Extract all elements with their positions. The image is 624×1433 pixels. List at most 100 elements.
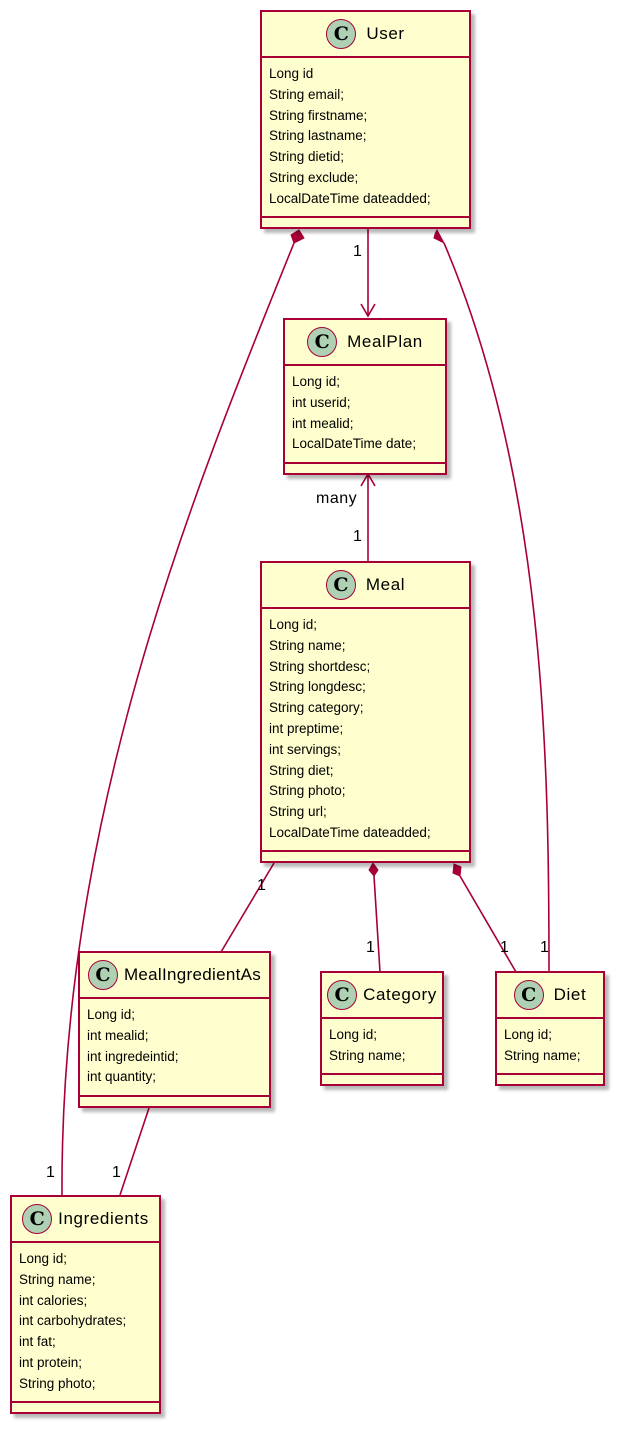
attribute: int servings; bbox=[269, 741, 342, 757]
multiplicity-label: 1 bbox=[500, 939, 510, 956]
attribute: String longdesc; bbox=[269, 679, 366, 695]
meal-diet-diamond bbox=[452, 863, 462, 877]
meal-diet-composition-line bbox=[459, 875, 517, 973]
class-mealplan-methods-divider bbox=[285, 462, 445, 464]
meal-mealingredientas-line bbox=[220, 862, 275, 953]
class-mealingredientas-header: C MealIngredientAs bbox=[80, 953, 269, 999]
class-user-name: User bbox=[366, 24, 405, 43]
attribute: LocalDateTime date; bbox=[292, 436, 417, 452]
class-meal-name: Meal bbox=[365, 575, 406, 594]
attribute: Long id; bbox=[504, 1027, 553, 1042]
class-category[interactable]: C Category Long id; String name; bbox=[320, 971, 444, 1086]
class-diet[interactable]: C Diet Long id; String name; bbox=[495, 971, 605, 1086]
class-diet-header: C Diet bbox=[497, 973, 603, 1019]
multiplicity-label: 1 bbox=[540, 939, 550, 956]
attribute: Long id; bbox=[329, 1027, 378, 1042]
class-ingredients-methods-divider bbox=[12, 1401, 159, 1403]
attribute: Long id; bbox=[19, 1251, 68, 1266]
multiplicity-label: 1 bbox=[353, 528, 363, 545]
user-ingredients-composition-line bbox=[61, 242, 295, 1196]
mealplan-arrowhead-from-user bbox=[360, 303, 376, 318]
user-diet-composition-line bbox=[443, 242, 550, 973]
class-meal-header: C Meal bbox=[262, 563, 469, 609]
class-category-header: C Category bbox=[322, 973, 442, 1019]
class-category-methods-divider bbox=[322, 1073, 442, 1075]
class-diet-name: Diet bbox=[553, 985, 587, 1004]
attribute: String name; bbox=[269, 637, 346, 653]
class-diet-attributes: Long id; String name; bbox=[497, 1019, 603, 1067]
attribute: String photo; bbox=[19, 1375, 96, 1391]
attribute: String email; bbox=[269, 86, 345, 102]
class-mealingredientas[interactable]: C MealIngredientAs Long id; int mealid; … bbox=[78, 951, 271, 1108]
class-mealingredientas-name: MealIngredientAs bbox=[123, 965, 262, 984]
class-user-methods-divider bbox=[262, 216, 469, 218]
attribute: String exclude; bbox=[269, 169, 359, 185]
attribute: String photo; bbox=[269, 783, 346, 799]
multiplicity-label: 1 bbox=[353, 243, 363, 260]
multiplicity-label: 1 bbox=[366, 939, 376, 956]
class-ingredients-attributes: Long id; String name; int calories; int … bbox=[12, 1243, 159, 1395]
attribute: String dietid; bbox=[269, 149, 345, 165]
class-ingredients-name: Ingredients bbox=[58, 1209, 149, 1228]
attribute: Long id bbox=[269, 66, 314, 81]
class-ingredients[interactable]: C Ingredients Long id; String name; int … bbox=[10, 1195, 161, 1414]
attribute: String shortdesc; bbox=[269, 658, 371, 674]
class-category-name: Category bbox=[363, 985, 437, 1004]
multiplicity-label: 1 bbox=[257, 877, 267, 894]
class-stereotype-icon: C bbox=[327, 980, 358, 1010]
user-diet-diamond bbox=[433, 228, 446, 245]
attribute: int mealid; bbox=[87, 1027, 149, 1043]
mealingredientas-ingredients-line bbox=[119, 1107, 150, 1196]
multiplicity-label: many bbox=[316, 490, 358, 507]
attribute: int quantity; bbox=[87, 1069, 157, 1085]
meal-category-composition-line bbox=[373, 875, 381, 973]
attribute: String category; bbox=[269, 700, 364, 716]
attribute: int ingredeintid; bbox=[87, 1048, 179, 1064]
class-mealingredientas-attributes: Long id; int mealid; int ingredeintid; i… bbox=[80, 999, 269, 1088]
attribute: int userid; bbox=[292, 394, 351, 410]
class-meal[interactable]: C Meal Long id; String name; String shor… bbox=[260, 561, 471, 863]
multiplicity-label: 1 bbox=[112, 1164, 122, 1181]
class-mealplan-header: C MealPlan bbox=[285, 320, 445, 366]
class-user-header: C User bbox=[262, 12, 469, 58]
class-stereotype-icon: C bbox=[325, 570, 356, 600]
attribute: int carbohydrates; bbox=[19, 1313, 127, 1329]
user-ingredients-diamond bbox=[290, 229, 305, 244]
class-mealplan-name: MealPlan bbox=[347, 332, 423, 351]
meal-category-diamond bbox=[368, 862, 379, 877]
attribute: int fat; bbox=[19, 1334, 56, 1350]
class-stereotype-icon: C bbox=[22, 1204, 53, 1234]
attribute: LocalDateTime dateadded; bbox=[269, 190, 431, 206]
attribute: String url; bbox=[269, 804, 327, 820]
attribute: int protein; bbox=[19, 1354, 83, 1370]
attribute: Long id; bbox=[269, 617, 318, 632]
class-stereotype-icon: C bbox=[307, 327, 338, 357]
class-user[interactable]: C User Long id String email; String firs… bbox=[260, 10, 471, 229]
attribute: int preptime; bbox=[269, 720, 344, 736]
class-stereotype-icon: C bbox=[326, 19, 357, 49]
attribute: LocalDateTime dateadded; bbox=[269, 824, 431, 840]
multiplicity-label: 1 bbox=[46, 1164, 56, 1181]
attribute: String diet; bbox=[269, 762, 334, 778]
attribute: String name; bbox=[19, 1271, 96, 1287]
class-ingredients-header: C Ingredients bbox=[12, 1197, 159, 1243]
class-category-attributes: Long id; String name; bbox=[322, 1019, 442, 1067]
attribute: String name; bbox=[329, 1047, 406, 1063]
attribute: String firstname; bbox=[269, 107, 368, 123]
class-diet-methods-divider bbox=[497, 1073, 603, 1075]
attribute: int calories; bbox=[19, 1292, 88, 1308]
class-mealplan[interactable]: C MealPlan Long id; int userid; int meal… bbox=[283, 318, 447, 475]
attribute: String name; bbox=[504, 1047, 581, 1063]
attribute: String lastname; bbox=[269, 128, 367, 144]
class-stereotype-icon: C bbox=[513, 980, 544, 1010]
class-mealplan-attributes: Long id; int userid; int mealid; LocalDa… bbox=[285, 366, 445, 455]
class-meal-attributes: Long id; String name; String shortdesc; … bbox=[262, 609, 469, 844]
attribute: int mealid; bbox=[292, 415, 354, 431]
attribute: Long id; bbox=[292, 374, 341, 389]
class-stereotype-icon: C bbox=[87, 960, 118, 990]
class-mealingredientas-methods-divider bbox=[80, 1095, 269, 1097]
class-meal-methods-divider bbox=[262, 850, 469, 852]
attribute: Long id; bbox=[87, 1007, 136, 1022]
class-user-attributes: Long id String email; String firstname; … bbox=[262, 58, 469, 210]
